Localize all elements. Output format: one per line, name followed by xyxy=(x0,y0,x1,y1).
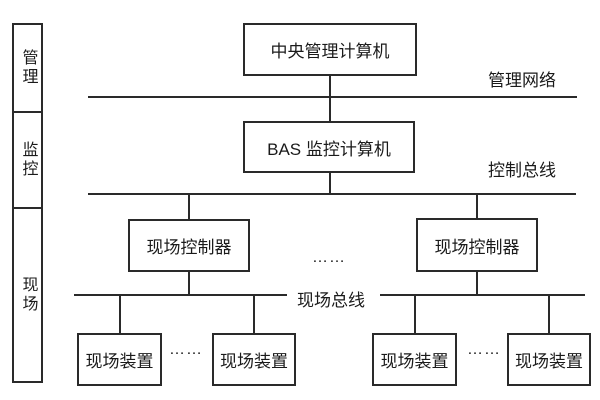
central-management-computer-node: 中央管理计算机 xyxy=(243,23,417,76)
field-bus-line-left xyxy=(74,294,287,296)
field-device-1-label: 现场装置 xyxy=(85,352,154,371)
field-device-3-node: 现场装置 xyxy=(372,333,457,386)
central-management-computer-label: 中央管理计算机 xyxy=(270,42,390,61)
field-device-1-node: 现场装置 xyxy=(77,333,162,386)
connector-control-bus-to-controller-left xyxy=(188,195,190,219)
sidebar-level-monitoring: 监控 xyxy=(12,111,43,209)
connector-field-bus-to-device-2 xyxy=(253,296,255,333)
sidebar-level-field: 现场 xyxy=(12,207,43,383)
sidebar-level-monitoring-label: 监控 xyxy=(19,141,37,179)
field-controller-left-label: 现场控制器 xyxy=(146,238,232,257)
bas-monitoring-computer-label: BAS 监控计算机 xyxy=(267,139,391,159)
connector-field-bus-to-device-3 xyxy=(414,296,416,333)
sidebar-level-management: 管理 xyxy=(12,23,43,113)
ellipsis-between-devices-left: …… xyxy=(169,341,203,358)
connector-controller-right-to-field-bus xyxy=(476,270,478,294)
connector-bas-to-control-bus xyxy=(329,171,331,193)
sidebar-level-field-label: 现场 xyxy=(19,276,37,314)
ellipsis-between-controllers: …… xyxy=(312,249,346,266)
sidebar-level-management-label: 管理 xyxy=(19,49,37,87)
field-device-4-node: 现场装置 xyxy=(507,333,591,386)
control-bus-line xyxy=(88,193,576,195)
management-network-label: 管理网络 xyxy=(488,71,556,90)
field-bus-line-right xyxy=(380,294,585,296)
connector-field-bus-to-device-4 xyxy=(548,296,550,333)
field-controller-right-node: 现场控制器 xyxy=(416,218,538,272)
management-network-line xyxy=(88,96,577,98)
connector-controller-left-to-field-bus xyxy=(188,270,190,294)
field-device-3-label: 现场装置 xyxy=(380,352,449,371)
bas-monitoring-computer-node: BAS 监控计算机 xyxy=(243,121,415,173)
connector-control-bus-to-controller-right xyxy=(476,195,478,218)
connector-management-network-to-bas xyxy=(329,98,331,121)
field-device-2-node: 现场装置 xyxy=(212,333,296,386)
field-device-2-label: 现场装置 xyxy=(220,352,288,371)
connector-field-bus-to-device-1 xyxy=(119,296,121,333)
connector-central-to-management-network xyxy=(329,74,331,96)
field-bus-label: 现场总线 xyxy=(297,291,365,310)
field-device-4-label: 现场装置 xyxy=(515,352,583,371)
control-bus-label: 控制总线 xyxy=(488,161,556,180)
field-controller-left-node: 现场控制器 xyxy=(128,219,250,272)
field-controller-right-label: 现场控制器 xyxy=(434,237,520,257)
ellipsis-between-devices-right: …… xyxy=(467,341,501,358)
